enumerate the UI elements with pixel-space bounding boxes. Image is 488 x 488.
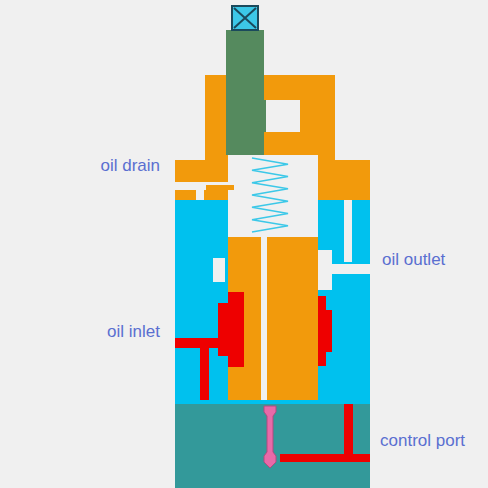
pilot-pin [264, 406, 276, 468]
screw-collar [242, 100, 266, 132]
drain-channel [196, 186, 204, 200]
drain-channel [175, 182, 235, 190]
adjusting-screw [226, 30, 264, 155]
spring-chamber [228, 155, 318, 237]
base-block [175, 404, 370, 488]
spool-orifice [261, 237, 267, 400]
drain-passage [344, 200, 352, 262]
outlet-channel [330, 264, 370, 274]
pressure-chamber [318, 296, 332, 366]
inlet-branch [200, 345, 209, 400]
control-channel [280, 454, 370, 462]
inlet-chamber [218, 292, 244, 367]
callout-label: control port [380, 431, 465, 451]
callout-label: oil inlet [107, 322, 160, 342]
outlet-groove [318, 250, 332, 290]
callout-label: oil outlet [382, 250, 445, 270]
cap-hollow [242, 100, 300, 132]
control-passage [344, 404, 353, 462]
body-groove [213, 258, 225, 282]
spring [252, 158, 288, 232]
callout-label: oil drain [100, 156, 160, 176]
adjust-knob [232, 6, 258, 30]
drain-plug [206, 185, 234, 190]
knob-cross [234, 8, 256, 28]
